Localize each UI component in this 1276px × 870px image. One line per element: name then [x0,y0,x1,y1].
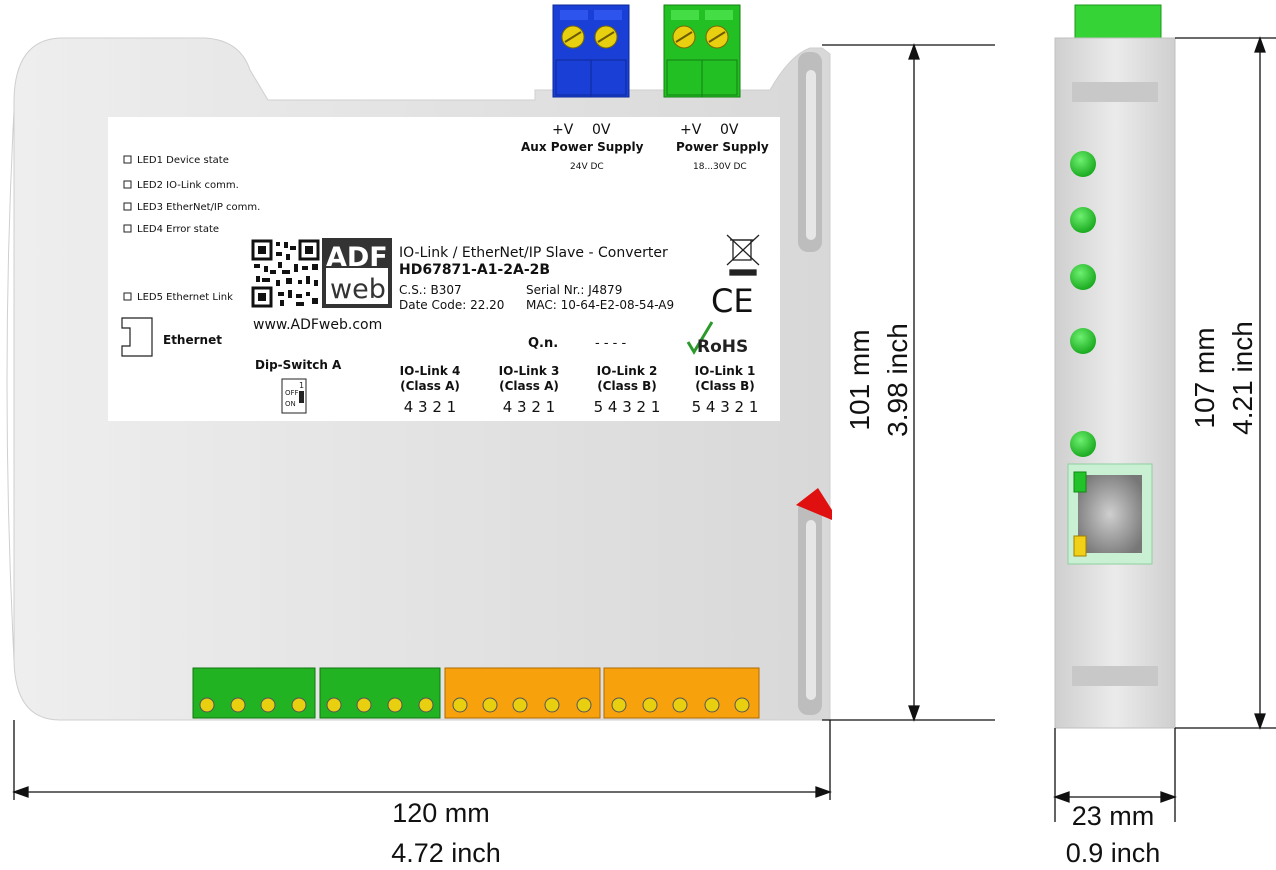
bottom-terminals [192,667,760,719]
svg-text:(Class A): (Class A) [499,379,559,393]
svg-text:ON: ON [285,400,296,408]
qn-label: Q.n. [528,336,558,351]
qr-code-icon [251,239,320,308]
svg-text:24V DC: 24V DC [570,162,604,172]
svg-text:Power Supply: Power Supply [676,140,769,154]
svg-text:1: 1 [299,381,304,390]
date-code-text: Date Code: 22.20 [399,298,504,312]
side-housing [1054,4,1176,729]
depth-inch: 0.9 inch [1066,838,1161,868]
led3-label: LED3 EtherNet/IP comm. [137,202,260,213]
product-title: IO-Link / EtherNet/IP Slave - Converter [399,245,668,261]
svg-text:web: web [330,274,386,305]
ce-mark-icon: CE [711,282,754,320]
height2-mm: 107 mm [1189,327,1220,428]
svg-text:(Class B): (Class B) [695,379,755,393]
svg-text:ADF: ADF [326,242,388,273]
height-mm: 101 mm [844,329,875,430]
website-text: www.ADFweb.com [253,317,382,333]
height-inch: 3.98 inch [882,323,913,437]
led2-label: LED2 IO-Link comm. [137,180,239,191]
led1-label: LED1 Device state [137,155,229,166]
height2-inch: 4.21 inch [1227,321,1258,435]
svg-text:IO-Link 2: IO-Link 2 [597,364,658,378]
rohs-mark-icon: RoHS [686,321,748,357]
led5-icon [1070,431,1096,457]
svg-text:IO-Link 3: IO-Link 3 [499,364,560,378]
side-dimension-lines [1053,36,1276,822]
power-supply-label: +V 0V Power Supply 18...30V DC [676,122,769,172]
ethernet-port-icon [121,317,153,357]
product-code: HD67871-A1-2A-2B [399,262,550,278]
led5-label: LED5 Ethernet Link [137,292,233,303]
io-link-4-label: IO-Link 4 (Class A) 4 3 2 1 [400,364,461,416]
led4-icon [1070,328,1096,354]
serial-text: Serial Nr.: J4879 [526,283,622,297]
svg-text:IO-Link 4: IO-Link 4 [400,364,461,378]
svg-text:+V: +V [552,122,574,138]
svg-text:OFF: OFF [285,389,299,397]
width-mm: 120 mm [392,798,490,828]
svg-text:IO-Link 1: IO-Link 1 [695,364,756,378]
ethernet-jack-icon[interactable] [1067,463,1153,565]
led4-label: LED4 Error state [137,224,219,235]
svg-text:4 3 2 1: 4 3 2 1 [503,398,555,416]
aux-power-label: +V 0V Aux Power Supply 24V DC [521,122,644,172]
front-label [108,117,780,421]
depth-mm: 23 mm [1072,801,1155,831]
power-terminal [663,4,741,98]
led1-icon [1070,151,1096,177]
ethernet-label: Ethernet [163,333,222,347]
svg-text:5 4 3 2 1: 5 4 3 2 1 [692,398,759,416]
qn-value: - - - - [595,336,626,351]
svg-text:18...30V DC: 18...30V DC [693,162,747,172]
svg-text:(Class A): (Class A) [400,379,460,393]
io-link-2-label: IO-Link 2 (Class B) 5 4 3 2 1 [594,364,661,416]
svg-text:5 4 3 2 1: 5 4 3 2 1 [594,398,661,416]
adfweb-logo: ADF web [322,238,392,308]
svg-text:Aux Power Supply: Aux Power Supply [521,140,644,154]
front-dimension-lines [12,43,995,800]
din-clip-red [796,488,832,520]
led-legend: LED1 Device state LED2 IO-Link comm. LED… [123,155,260,303]
cs-text: C.S.: B307 [399,283,462,297]
svg-text:4 3 2 1: 4 3 2 1 [404,398,456,416]
led2-icon [1070,207,1096,233]
status-leds [1070,151,1096,457]
led3-icon [1070,264,1096,290]
aux-power-terminal [552,4,630,98]
dip-switch-icon[interactable]: OFF ON 1 [281,378,307,414]
svg-text:0V: 0V [592,122,611,138]
weee-bin-icon [726,234,760,276]
width-inch: 4.72 inch [391,838,501,868]
io-link-3-label: IO-Link 3 (Class A) 4 3 2 1 [499,364,560,416]
io-link-1-label: IO-Link 1 (Class B) 5 4 3 2 1 [692,364,759,416]
svg-text:(Class B): (Class B) [597,379,657,393]
svg-text:0V: 0V [720,122,739,138]
svg-text:+V: +V [680,122,702,138]
mac-text: MAC: 10-64-E2-08-54-A9 [526,298,674,312]
dip-switch-label: Dip-Switch A [255,358,342,372]
svg-text:RoHS: RoHS [697,337,748,357]
